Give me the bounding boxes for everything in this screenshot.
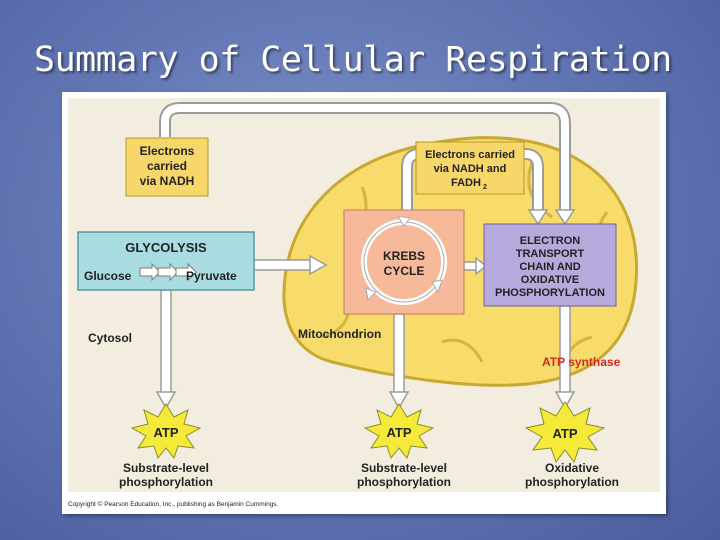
output-label-2: Substrate-level phosphorylation bbox=[357, 461, 451, 489]
cycle-arrowhead-3 bbox=[431, 279, 443, 294]
mitochondrion-label: Mitochondrion bbox=[298, 327, 381, 341]
svg-text:KREBS: KREBS bbox=[383, 249, 425, 263]
svg-text:Substrate-level: Substrate-level bbox=[361, 461, 447, 475]
diagram-canvas: Electrons carried via NADH Electrons car… bbox=[68, 98, 660, 508]
atp-burst-2: ATP bbox=[363, 403, 435, 460]
nadh-box: Electrons carried via NADH bbox=[125, 137, 209, 197]
svg-text:ELECTRON: ELECTRON bbox=[520, 235, 581, 247]
atp-synthase-label: ATP synthase bbox=[542, 355, 621, 369]
pyruvate-label: Pyruvate bbox=[186, 269, 237, 283]
svg-text:ATP: ATP bbox=[552, 426, 577, 441]
electron-flow-arrow-top bbox=[159, 102, 576, 226]
cycle-arrowhead-1 bbox=[397, 215, 411, 227]
svg-text:phosphorylation: phosphorylation bbox=[357, 475, 451, 489]
glycolysis-arrows bbox=[139, 262, 197, 282]
cytosol-label: Cytosol bbox=[88, 331, 132, 345]
nadh-fadh2-box: Electrons carried via NADH and FADH 2 bbox=[415, 141, 525, 195]
svg-text:CYCLE: CYCLE bbox=[384, 264, 425, 278]
output-label-3: Oxidative phosphorylation bbox=[525, 461, 619, 489]
etc-box: ELECTRON TRANSPORT CHAIN AND OXIDATIVE P… bbox=[483, 223, 617, 307]
svg-text:TRANSPORT: TRANSPORT bbox=[516, 248, 585, 260]
glycolysis-title: GLYCOLYSIS bbox=[125, 240, 207, 255]
respiration-diagram: Electrons carried via NADH Electrons car… bbox=[62, 92, 666, 514]
svg-text:Oxidative: Oxidative bbox=[545, 461, 599, 475]
copyright-notice: Copyright © Pearson Education, Inc., pub… bbox=[68, 500, 279, 508]
svg-text:carried: carried bbox=[147, 159, 187, 173]
slide-title: Summary of Cellular Respiration bbox=[34, 40, 672, 80]
atp-burst-3: ATP bbox=[524, 401, 606, 464]
svg-text:2: 2 bbox=[483, 184, 487, 191]
glycolysis-box: GLYCOLYSIS Glucose Pyruvate bbox=[77, 231, 255, 291]
cycle-arrowhead-2 bbox=[365, 287, 377, 302]
svg-text:ATP: ATP bbox=[153, 425, 178, 440]
svg-text:phosphorylation: phosphorylation bbox=[119, 475, 213, 489]
svg-text:Electrons: Electrons bbox=[140, 144, 195, 158]
svg-text:OXIDATIVE: OXIDATIVE bbox=[521, 274, 579, 286]
atp-burst-1: ATP bbox=[130, 403, 202, 460]
svg-text:via NADH and: via NADH and bbox=[434, 163, 507, 175]
svg-text:via NADH: via NADH bbox=[140, 174, 195, 188]
glucose-label: Glucose bbox=[84, 269, 132, 283]
krebs-cycle-box: KREBS CYCLE bbox=[343, 209, 465, 315]
svg-text:Electrons carried: Electrons carried bbox=[425, 149, 515, 161]
svg-text:ATP: ATP bbox=[386, 425, 411, 440]
svg-text:phosphorylation: phosphorylation bbox=[525, 475, 619, 489]
svg-text:CHAIN AND: CHAIN AND bbox=[519, 261, 580, 273]
svg-text:Substrate-level: Substrate-level bbox=[123, 461, 209, 475]
svg-text:PHOSPHORYLATION: PHOSPHORYLATION bbox=[495, 287, 605, 299]
svg-text:FADH: FADH bbox=[451, 177, 481, 189]
output-label-1: Substrate-level phosphorylation bbox=[119, 461, 213, 489]
